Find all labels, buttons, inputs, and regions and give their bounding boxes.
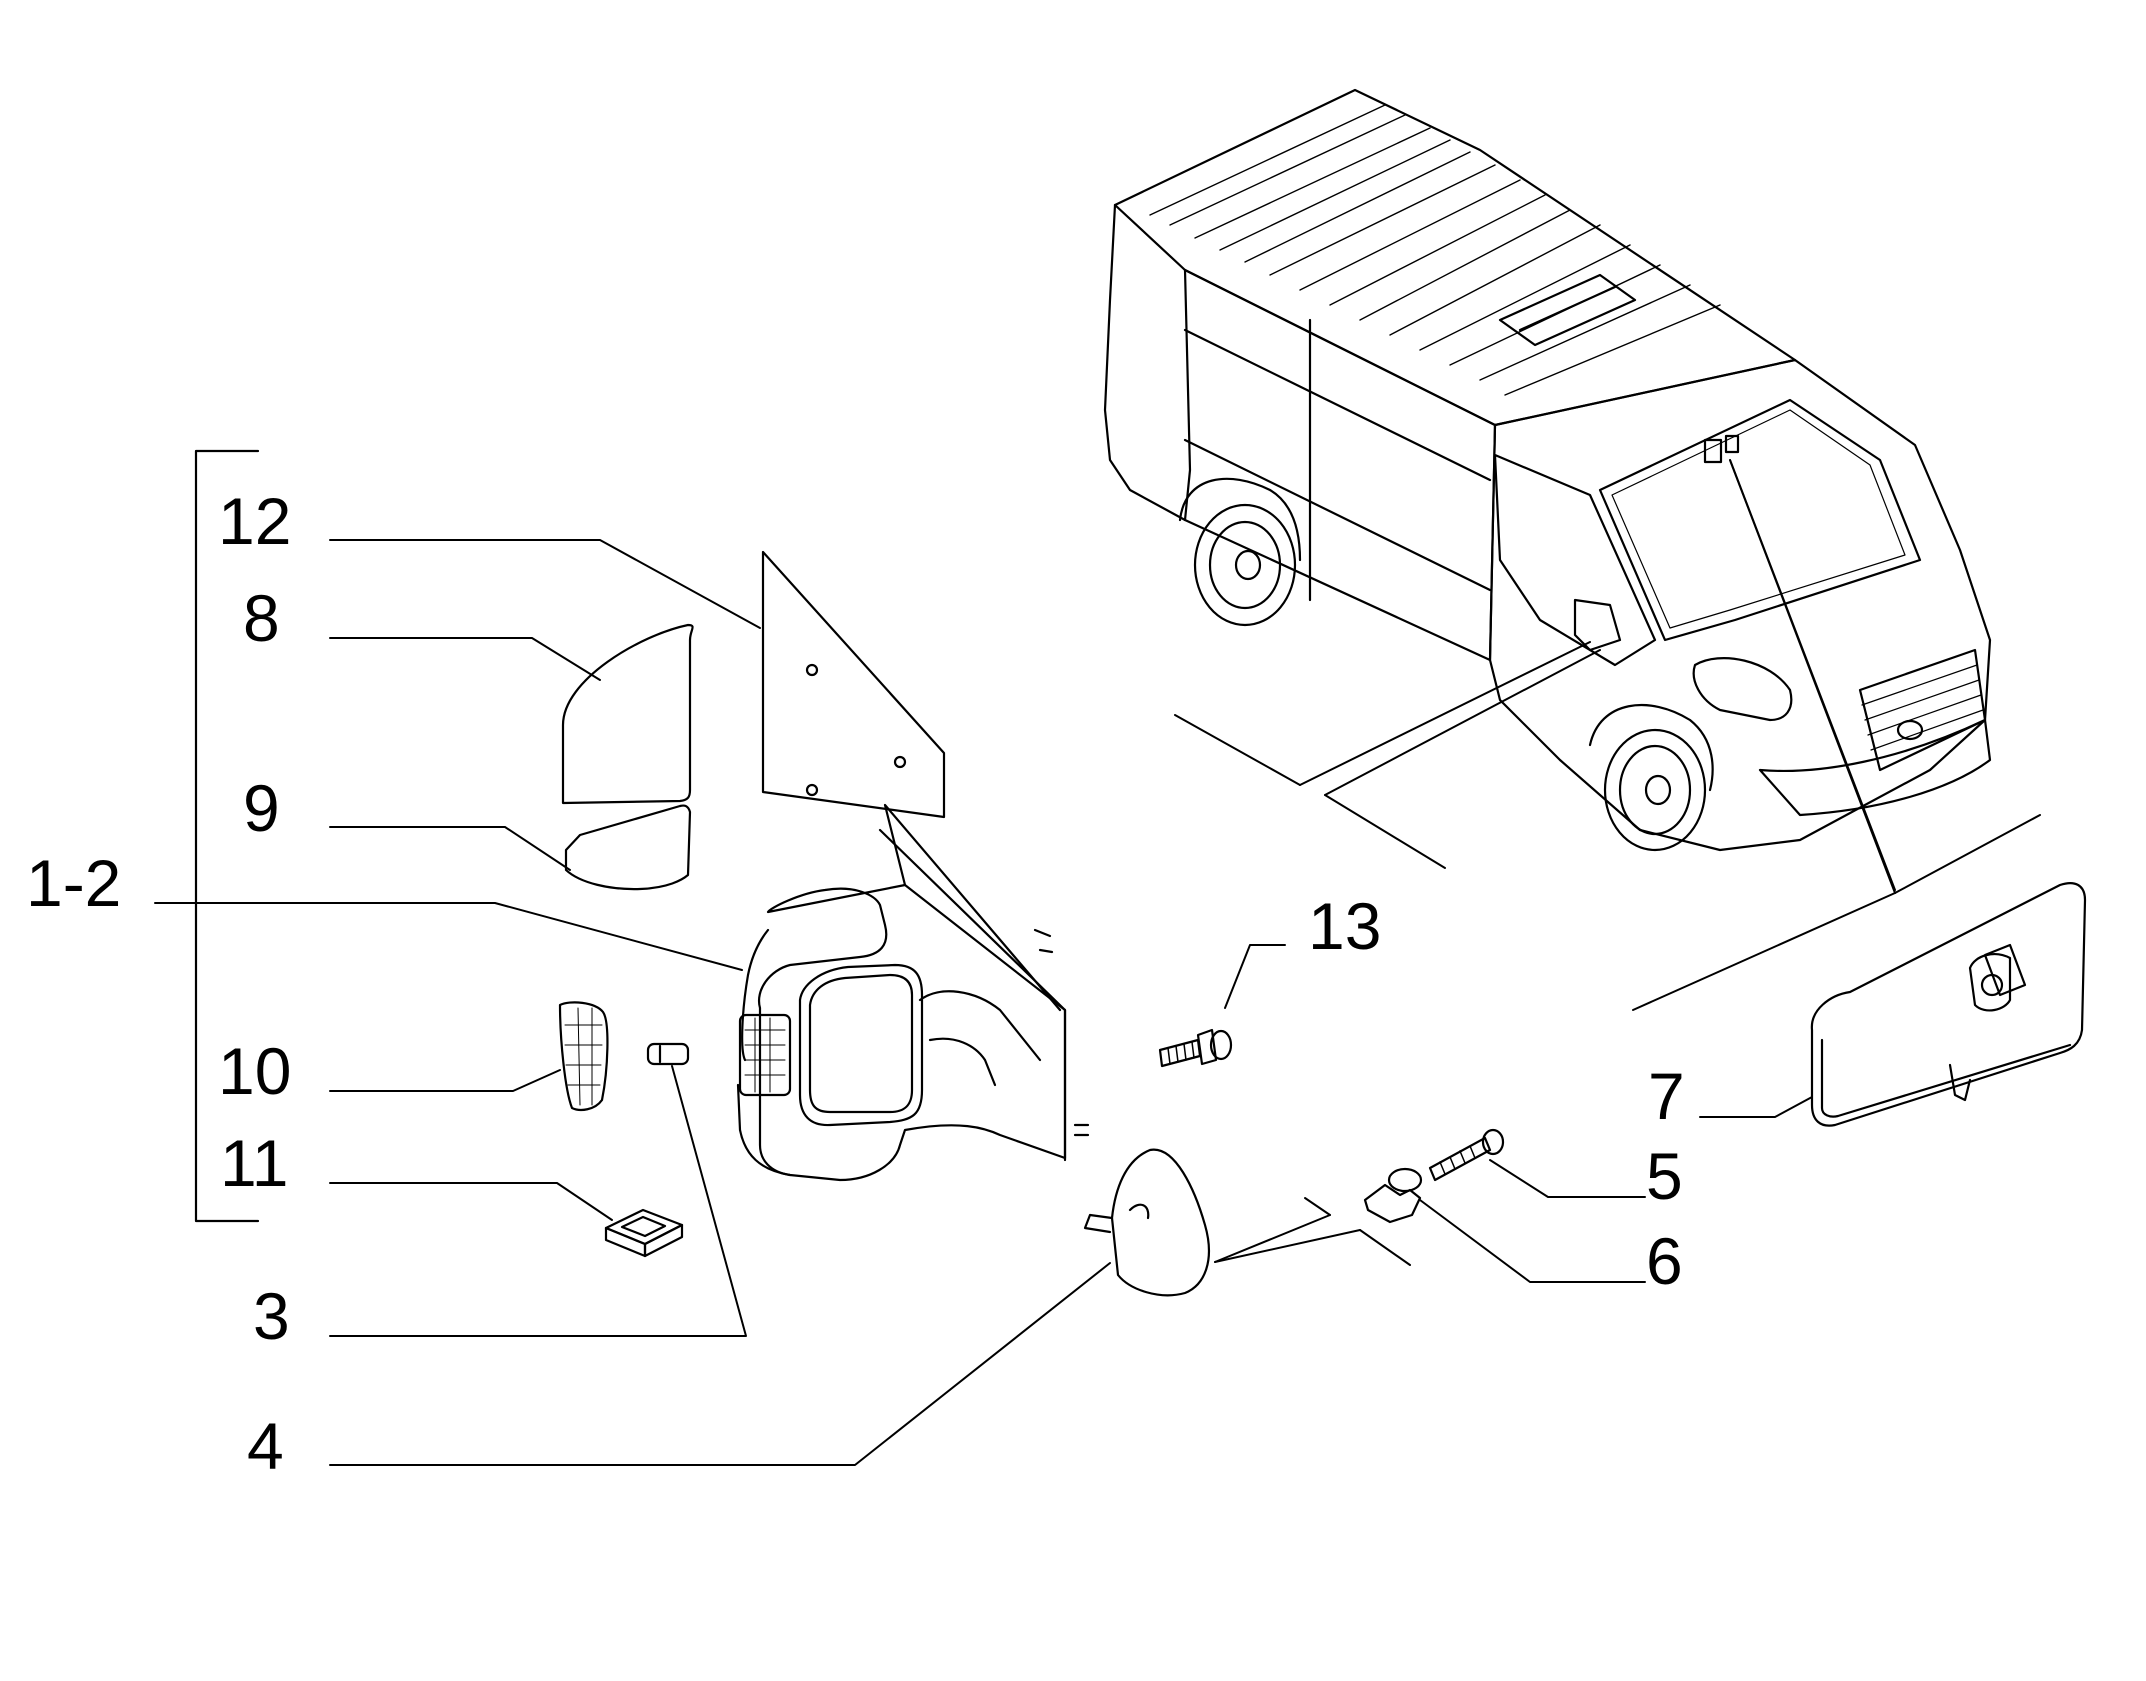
part-5-screw <box>1428 1128 1505 1182</box>
leader-12 <box>329 539 761 629</box>
leader-lines <box>154 459 2041 1466</box>
part-7-interior-mirror <box>1810 882 2087 1127</box>
part-13-bolt <box>1158 1028 1233 1068</box>
van-leader-7c <box>1894 814 2041 894</box>
part-8-upper-glass <box>561 623 694 805</box>
callout-5: 5 <box>1646 1139 1683 1213</box>
callout-1-2: 1-2 <box>26 846 122 920</box>
part-1-2-mirror-housing <box>736 803 1090 1182</box>
callout-7: 7 <box>1648 1059 1685 1133</box>
part-4-cover <box>1083 1148 1210 1297</box>
leader-1-2 <box>154 902 743 971</box>
leader-7 <box>1699 1096 1813 1118</box>
assembly-bracket <box>194 449 260 1223</box>
leader-3 <box>329 1065 747 1337</box>
leader-8 <box>329 637 601 681</box>
callout-10: 10 <box>218 1034 292 1108</box>
leader-4-b <box>1214 1229 1361 1263</box>
part-10-repeater-lens <box>558 1001 609 1111</box>
callout-8: 8 <box>243 581 280 655</box>
van-leader-1 <box>1174 714 1301 786</box>
van-leader-2 <box>1299 641 1591 786</box>
part-12-mirror-plate <box>761 550 946 819</box>
leader-5 <box>1489 1159 1646 1198</box>
leader-9 <box>329 826 571 871</box>
callout-6: 6 <box>1646 1224 1683 1298</box>
leader-4 <box>329 1262 1111 1466</box>
callout-11: 11 <box>220 1126 289 1200</box>
van-leader-7d <box>1632 892 1896 1011</box>
callout-9: 9 <box>243 771 280 845</box>
leader-11 <box>329 1182 613 1221</box>
leader-6 <box>1419 1199 1646 1283</box>
van-leader-3 <box>1324 794 1446 869</box>
callout-4: 4 <box>247 1409 284 1483</box>
leader-4-a <box>1214 1214 1331 1263</box>
van-leader-7b <box>1729 459 1896 894</box>
guide-6 <box>1359 1229 1411 1266</box>
van-leader-4 <box>1324 649 1601 796</box>
part-6-clip <box>1363 1167 1423 1224</box>
part-9-lower-glass <box>564 804 692 891</box>
callout-13: 13 <box>1308 889 1382 963</box>
callout-3: 3 <box>253 1279 290 1353</box>
van-drawing <box>1103 88 1992 852</box>
part-3-bulb <box>646 1042 690 1066</box>
callout-12: 12 <box>218 484 292 558</box>
part-11-pad <box>604 1208 684 1258</box>
guide-4 <box>1304 1197 1331 1216</box>
leader-13 <box>1224 944 1286 1009</box>
leader-10 <box>329 1069 561 1092</box>
